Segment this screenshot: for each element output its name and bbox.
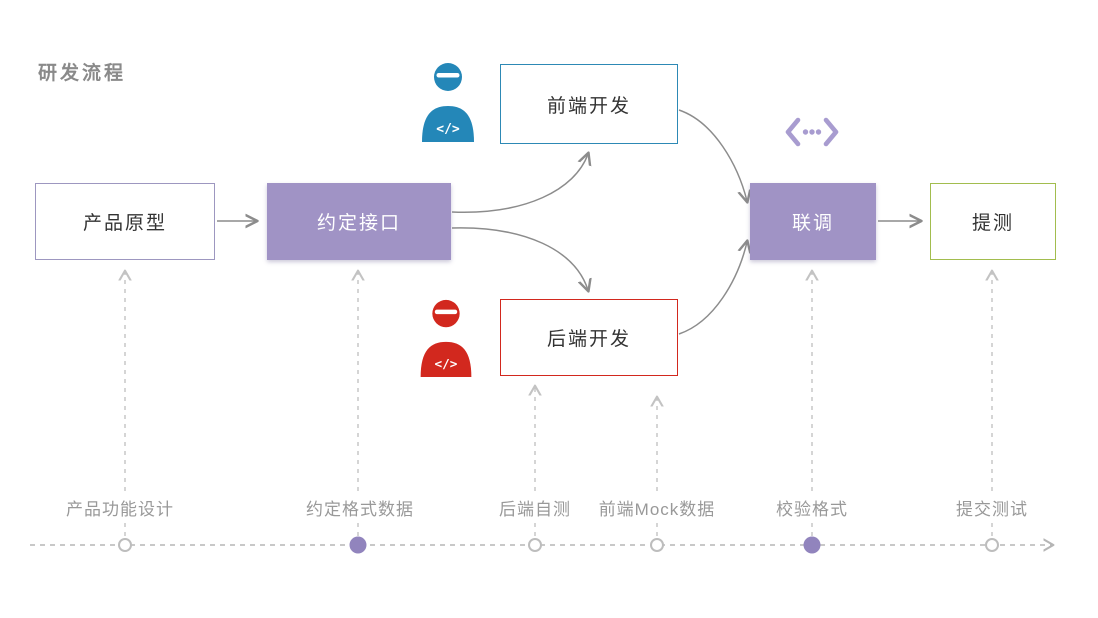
node-backend-dev: 后端开发 <box>500 299 678 376</box>
milestone-label-backend-selftest: 后端自测 <box>496 495 574 520</box>
milestone-dot-backend-selftest <box>528 538 542 552</box>
node-agree-interface: 约定接口 <box>267 183 451 260</box>
milestone-label-product-design: 产品功能设计 <box>63 495 177 520</box>
backend-developer-icon-glyph: </> <box>435 356 458 371</box>
milestone-label-verify-format: 校验格式 <box>773 495 851 520</box>
frontend-developer-icon-glyph: </> <box>436 122 460 137</box>
arrow-interface-to-backend <box>451 227 588 290</box>
page-title: 研发流程 <box>38 63 127 84</box>
milestone-label-submit-test: 提交测试 <box>953 495 1031 520</box>
milestone-label-format-data: 约定格式数据 <box>303 495 417 520</box>
arrow-backend-to-joint <box>678 242 747 335</box>
node-submit-test: 提测 <box>930 183 1056 260</box>
node-joint-debug-label: 联调 <box>791 213 834 234</box>
node-frontend-dev-label: 前端开发 <box>546 95 631 117</box>
node-product-prototype-label: 产品原型 <box>82 213 167 234</box>
node-backend-dev-label: 后端开发 <box>546 329 631 350</box>
code-brackets-icon <box>783 112 841 157</box>
milestone-dot-submit-test <box>985 538 999 552</box>
milestone-label-frontend-mock: 前端Mock数据 <box>595 495 719 520</box>
milestone-dot-verify-format <box>803 536 821 554</box>
node-joint-debug: 联调 <box>750 183 876 260</box>
arrow-frontend-to-joint <box>678 109 747 201</box>
milestone-dot-frontend-mock <box>650 538 664 552</box>
arrow-interface-to-frontend <box>451 154 588 213</box>
node-submit-test-label: 提测 <box>971 213 1014 234</box>
node-frontend-dev: 前端开发 <box>500 64 678 144</box>
node-agree-interface-label: 约定接口 <box>316 213 401 234</box>
milestone-dot-format-data <box>349 536 367 554</box>
backend-developer-icon: </> <box>416 297 476 382</box>
frontend-developer-icon: </> <box>418 60 478 147</box>
milestone-dot-product-design <box>118 538 132 552</box>
node-product-prototype: 产品原型 <box>35 183 215 260</box>
